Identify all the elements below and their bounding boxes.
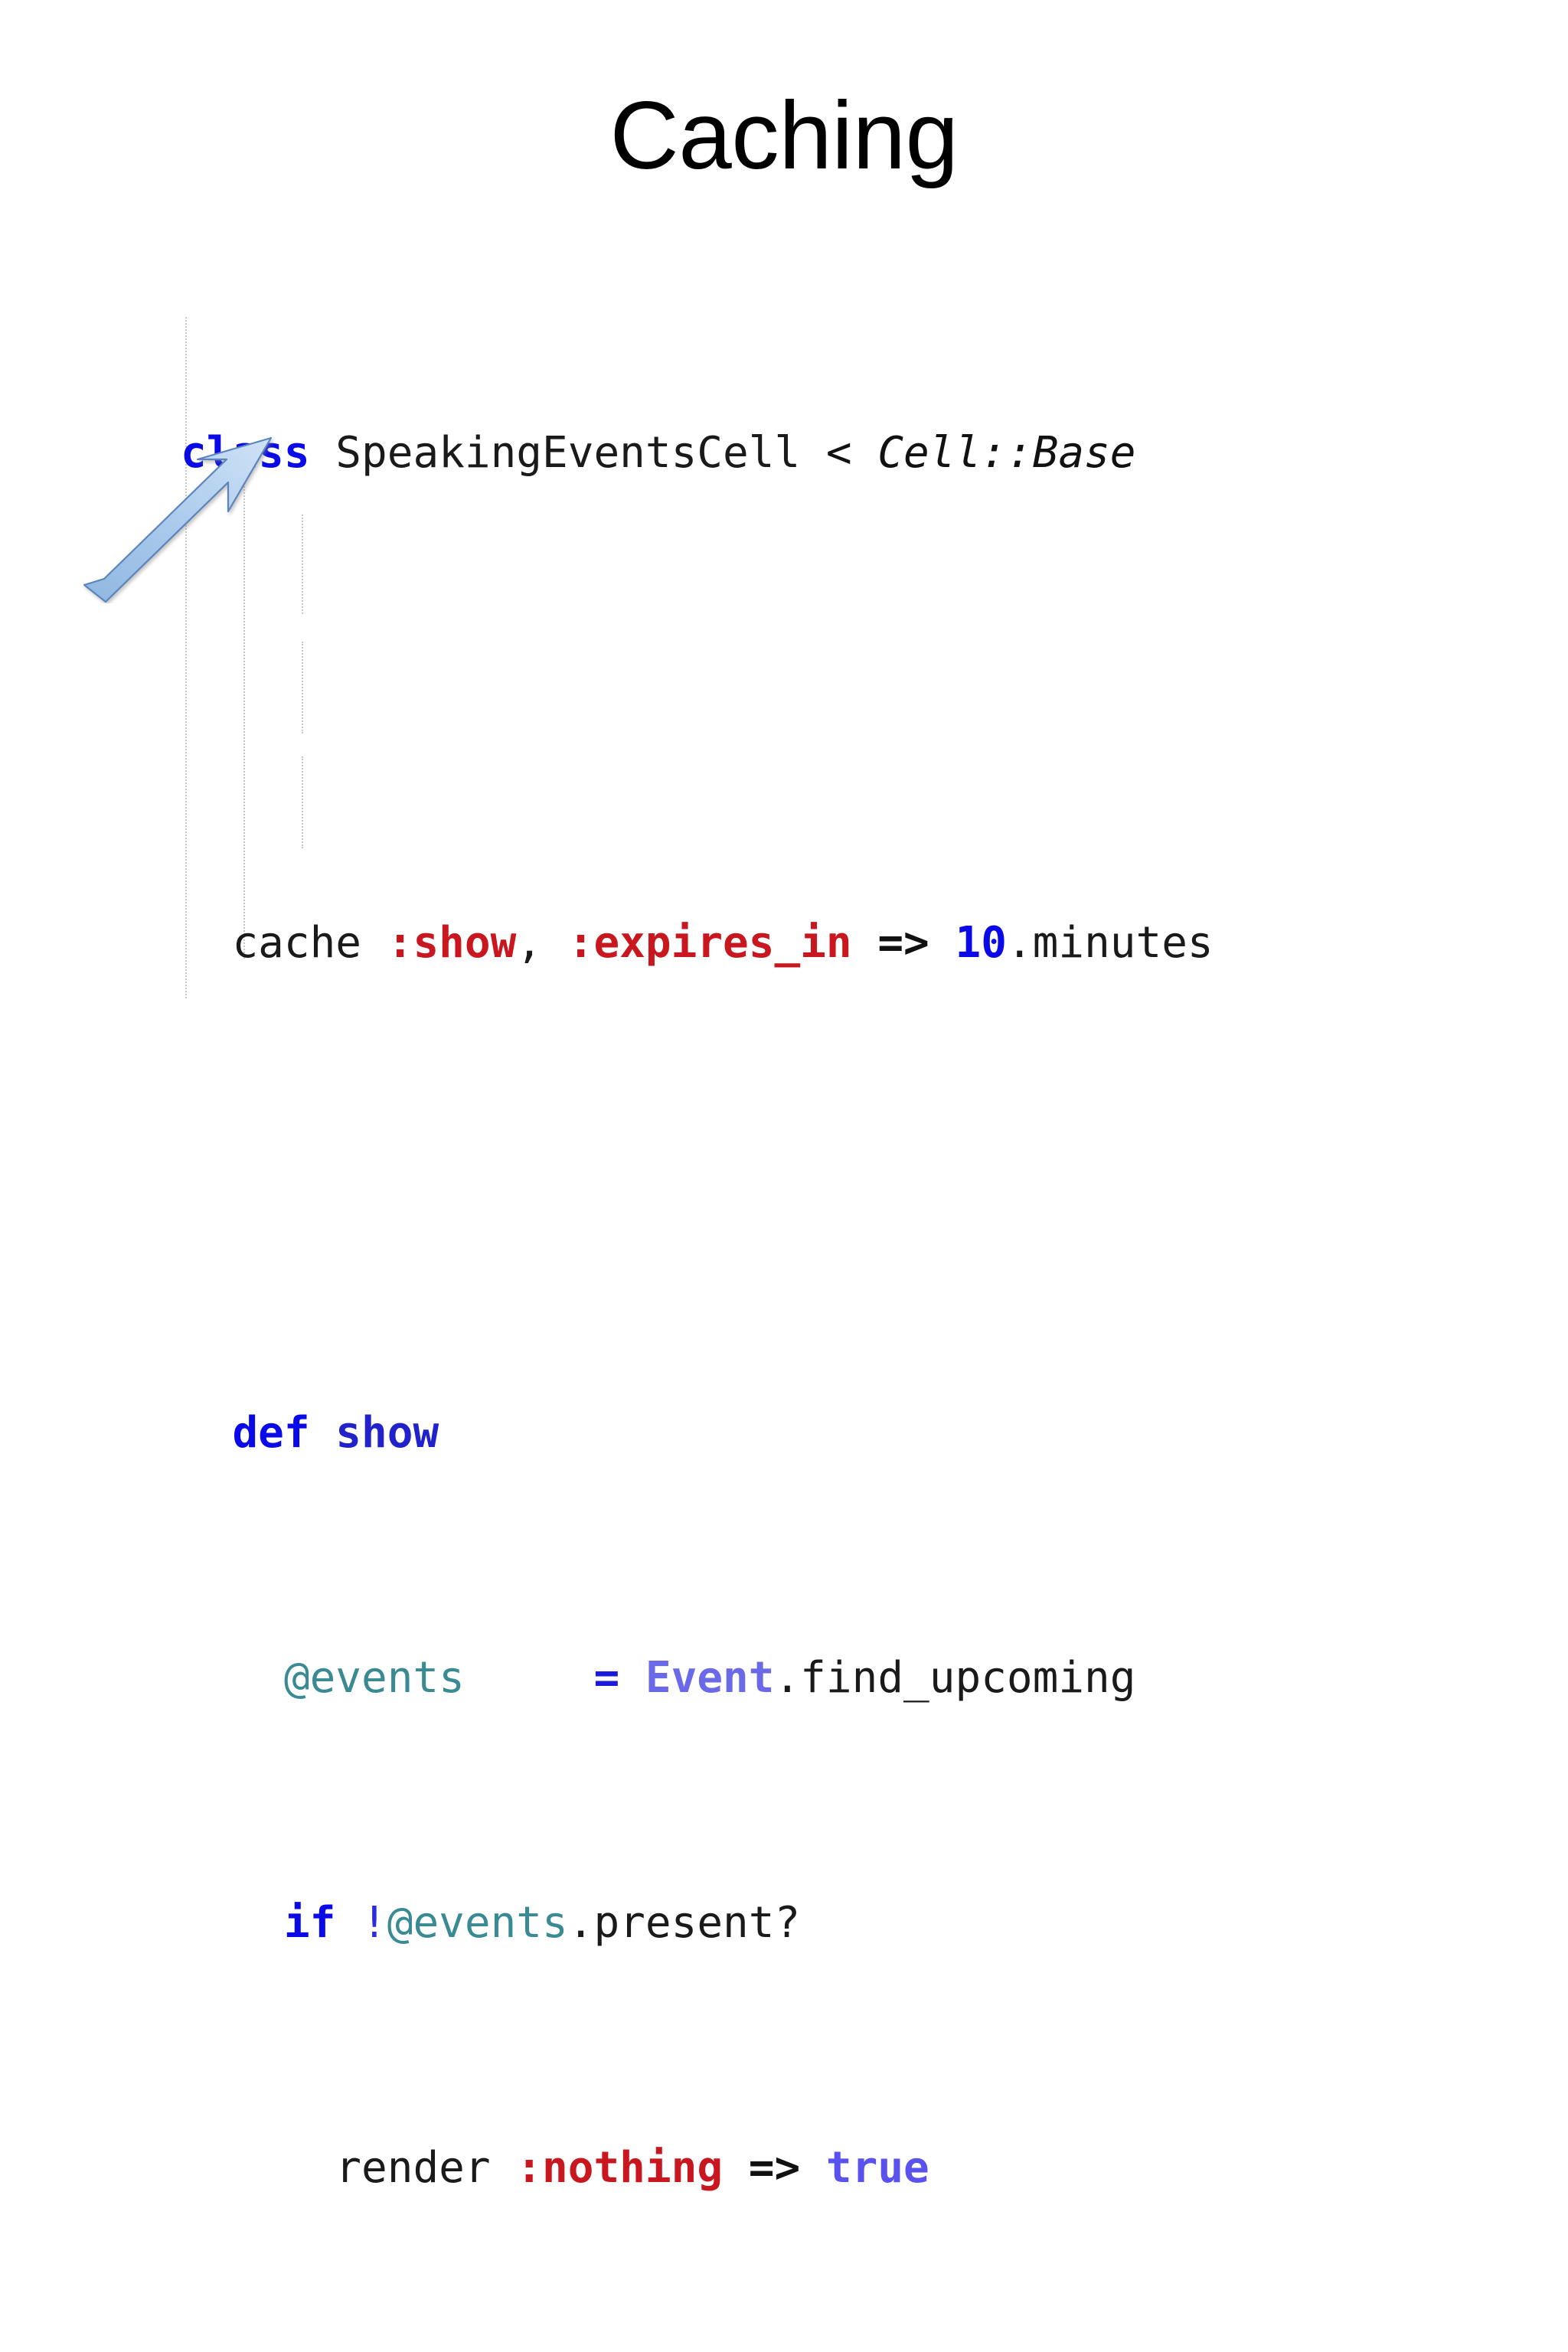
token-indent — [181, 2143, 335, 2193]
token-symbol-expires-in: :expires_in — [567, 918, 852, 968]
token-spacing — [465, 1653, 594, 1703]
code-line-2-blank — [181, 668, 1498, 729]
token-indent — [181, 918, 232, 968]
token-constant-event: Event — [645, 1653, 775, 1703]
token-symbol-nothing: :nothing — [516, 2143, 724, 2193]
token-minutes: .minutes — [1006, 918, 1214, 968]
page-title: Caching — [609, 83, 959, 189]
indent-guide-5 — [302, 756, 303, 848]
token-not-operator: ! — [361, 1898, 387, 1948]
code-line-3: cache :show, :expires_in => 10.minutes — [181, 913, 1498, 974]
token-hashrocket: => — [723, 2143, 826, 2193]
token-number-10: 10 — [955, 918, 1007, 968]
token-keyword-class: class — [181, 428, 310, 478]
token-find-upcoming: .find_upcoming — [774, 1653, 1136, 1703]
token-symbol-show: :show — [387, 918, 517, 968]
token-method-cache: cache — [232, 918, 387, 968]
indent-guide-4 — [302, 642, 303, 733]
token-indent — [181, 1898, 284, 1948]
token-comma: , — [516, 918, 568, 968]
code-line-4-blank — [181, 1158, 1498, 1219]
token-method-render: render — [335, 2143, 517, 2193]
token-class-name: SpeakingEventsCell — [309, 428, 826, 478]
token-hashrocket: => — [851, 918, 956, 968]
token-keyword-def: def — [232, 1408, 336, 1458]
code-line-8: render :nothing => true — [181, 2138, 1498, 2199]
token-space — [619, 1653, 645, 1703]
token-present-call: .present? — [567, 1898, 801, 1948]
code-line-1: class SpeakingEventsCell < Cell::Base — [181, 423, 1498, 484]
token-indent — [181, 1408, 232, 1458]
slide-canvas: Caching class SpeakingEventsCell < Cell:… — [83, 83, 1214, 2193]
token-keyword-if: if — [283, 1898, 362, 1948]
token-boolean-true: true — [825, 2143, 929, 2193]
code-line-6: @events = Event.find_upcoming — [181, 1648, 1498, 1709]
indent-guide-1 — [185, 317, 187, 998]
token-ivar-events: @events — [387, 1898, 568, 1948]
token-assignment-operator: = — [593, 1653, 620, 1703]
token-indent — [181, 1653, 284, 1703]
indent-guide-3 — [302, 514, 303, 614]
code-line-5: def show — [181, 1403, 1498, 1464]
token-method-name-show: show — [335, 1408, 439, 1458]
code-line-7: if !@events.present? — [181, 1893, 1498, 1954]
token-lt-operator: < — [825, 428, 878, 478]
code-listing: class SpeakingEventsCell < Cell::Base ca… — [181, 239, 1498, 2352]
token-ivar-events: @events — [283, 1653, 465, 1703]
indent-guide-2 — [243, 453, 245, 959]
token-superclass: Cell::Base — [877, 428, 1136, 478]
